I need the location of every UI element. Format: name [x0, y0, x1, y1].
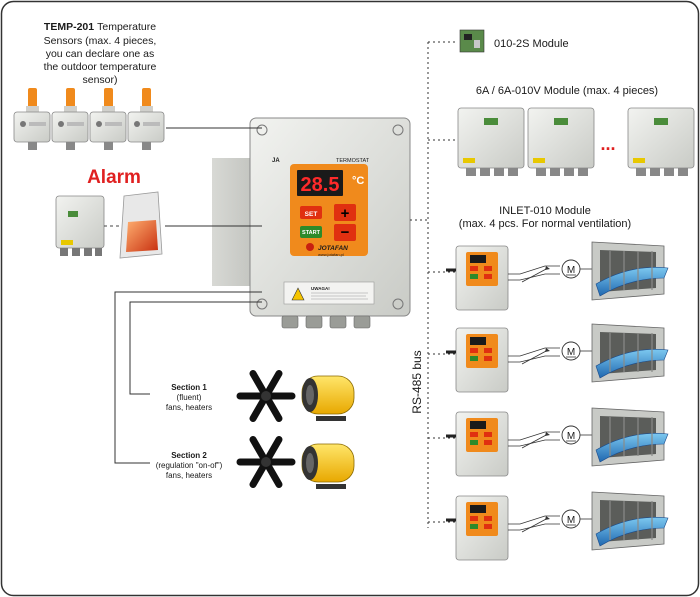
- controller-title: TERMOSTAT: [336, 158, 370, 164]
- section2-title: Section 2: [171, 451, 207, 460]
- display-unit: °C: [352, 175, 364, 187]
- inlet-flap-icon: [591, 407, 669, 467]
- inlet-title-line1: INLET-010 Module: [499, 205, 591, 217]
- module-6a-label: 6A / 6A-010V Module (max. 4 pieces): [476, 85, 658, 97]
- motor-label: M: [567, 431, 575, 442]
- set-button[interactable]: [300, 206, 322, 219]
- temp-sensor-icon: [89, 88, 127, 150]
- warning-title: UWAGA!: [311, 286, 330, 291]
- temp-sensor-line5: sensor): [82, 74, 117, 86]
- heater-icon: [301, 443, 355, 489]
- set-button-label: SET: [305, 211, 318, 218]
- module-6a-box: [527, 107, 595, 176]
- section1-link: [129, 301, 262, 395]
- temp-sensor-line2: Sensors (max. 4 pieces,: [44, 35, 157, 47]
- start-button[interactable]: [300, 226, 322, 238]
- bus-label: RS-485 bus: [410, 350, 424, 413]
- brand-label: JOTAFAN: [318, 245, 348, 252]
- section1-line3: fans, heaters: [166, 403, 212, 412]
- inlet-row: M: [428, 241, 669, 311]
- temp-sensor-label-rest: Temperature: [97, 21, 156, 33]
- section1-line2: (fluent): [177, 393, 202, 402]
- inlet-flap-icon: [591, 323, 669, 383]
- fan-icon: [236, 369, 296, 423]
- warning-icon: [291, 287, 305, 301]
- controller-box: JA TERMOSTAT 28.5 °C SET + START − JOTAF…: [249, 117, 411, 317]
- module-6a-ellipsis: ...: [600, 134, 615, 154]
- temp-sensor-line4: the outdoor temperature: [44, 61, 157, 73]
- fan-icon: [236, 435, 296, 489]
- fans-group: [236, 369, 355, 489]
- inlet-row: M: [428, 407, 669, 477]
- motor-label: M: [567, 347, 575, 358]
- motor-label: M: [567, 515, 575, 526]
- cable-gland: [329, 315, 347, 329]
- cable-gland: [281, 315, 299, 329]
- cable-glands: [281, 315, 371, 329]
- inlet-row: M: [428, 491, 669, 561]
- heater-icon: [301, 375, 355, 421]
- jotafan-logo-icon: [306, 243, 314, 251]
- module-010-2s-label: 010-2S Module: [494, 38, 569, 50]
- inlet-row: M: [428, 323, 669, 393]
- inlet-flap-icon: [591, 491, 669, 551]
- temp-sensor-icon: [13, 88, 51, 150]
- temp-sensor-icon: [51, 88, 89, 150]
- module-6a-box: [627, 107, 695, 176]
- module-010-2s-icon: [459, 29, 485, 53]
- minus-button-label: −: [341, 224, 350, 241]
- alarm-label: Alarm: [87, 167, 141, 188]
- display-value: 28.5: [301, 174, 340, 196]
- module-6a-group: [457, 107, 695, 176]
- plus-button-label: +: [341, 205, 350, 222]
- cable-gland: [353, 315, 371, 329]
- temp-sensor-icon: [127, 88, 165, 150]
- inlet-flap-icon: [591, 241, 669, 301]
- minus-button[interactable]: [334, 224, 356, 241]
- section1-label: Section 1 (fluent) fans, heaters: [166, 383, 212, 412]
- alarm-module: [55, 195, 105, 256]
- siren-icon: [119, 191, 163, 259]
- plus-button[interactable]: [334, 204, 356, 221]
- section2-label: Section 2 (regulation "on-of") fans, hea…: [156, 451, 223, 480]
- section1-title: Section 1: [171, 383, 207, 392]
- temp-sensor-model: TEMP-201: [44, 21, 94, 33]
- temp-sensors-group: [13, 88, 165, 150]
- cable-gland: [305, 315, 323, 329]
- inlet-rows: M M M M: [428, 241, 669, 561]
- motor-label: M: [567, 265, 575, 276]
- section2-line2: (regulation "on-of"): [156, 461, 223, 470]
- brand-url: www.jotafan.pl: [318, 252, 344, 257]
- inlet-title-line2: (max. 4 pcs. For normal ventilation): [459, 218, 631, 230]
- temp-sensor-line3: you can declare one as: [46, 48, 155, 60]
- section2-line3: fans, heaters: [166, 471, 212, 480]
- controller-display: [297, 170, 343, 196]
- module-6a-box: [457, 107, 525, 176]
- start-button-label: START: [302, 230, 321, 236]
- section2-link: [114, 291, 262, 464]
- controller-logo-mark: JA: [272, 158, 280, 164]
